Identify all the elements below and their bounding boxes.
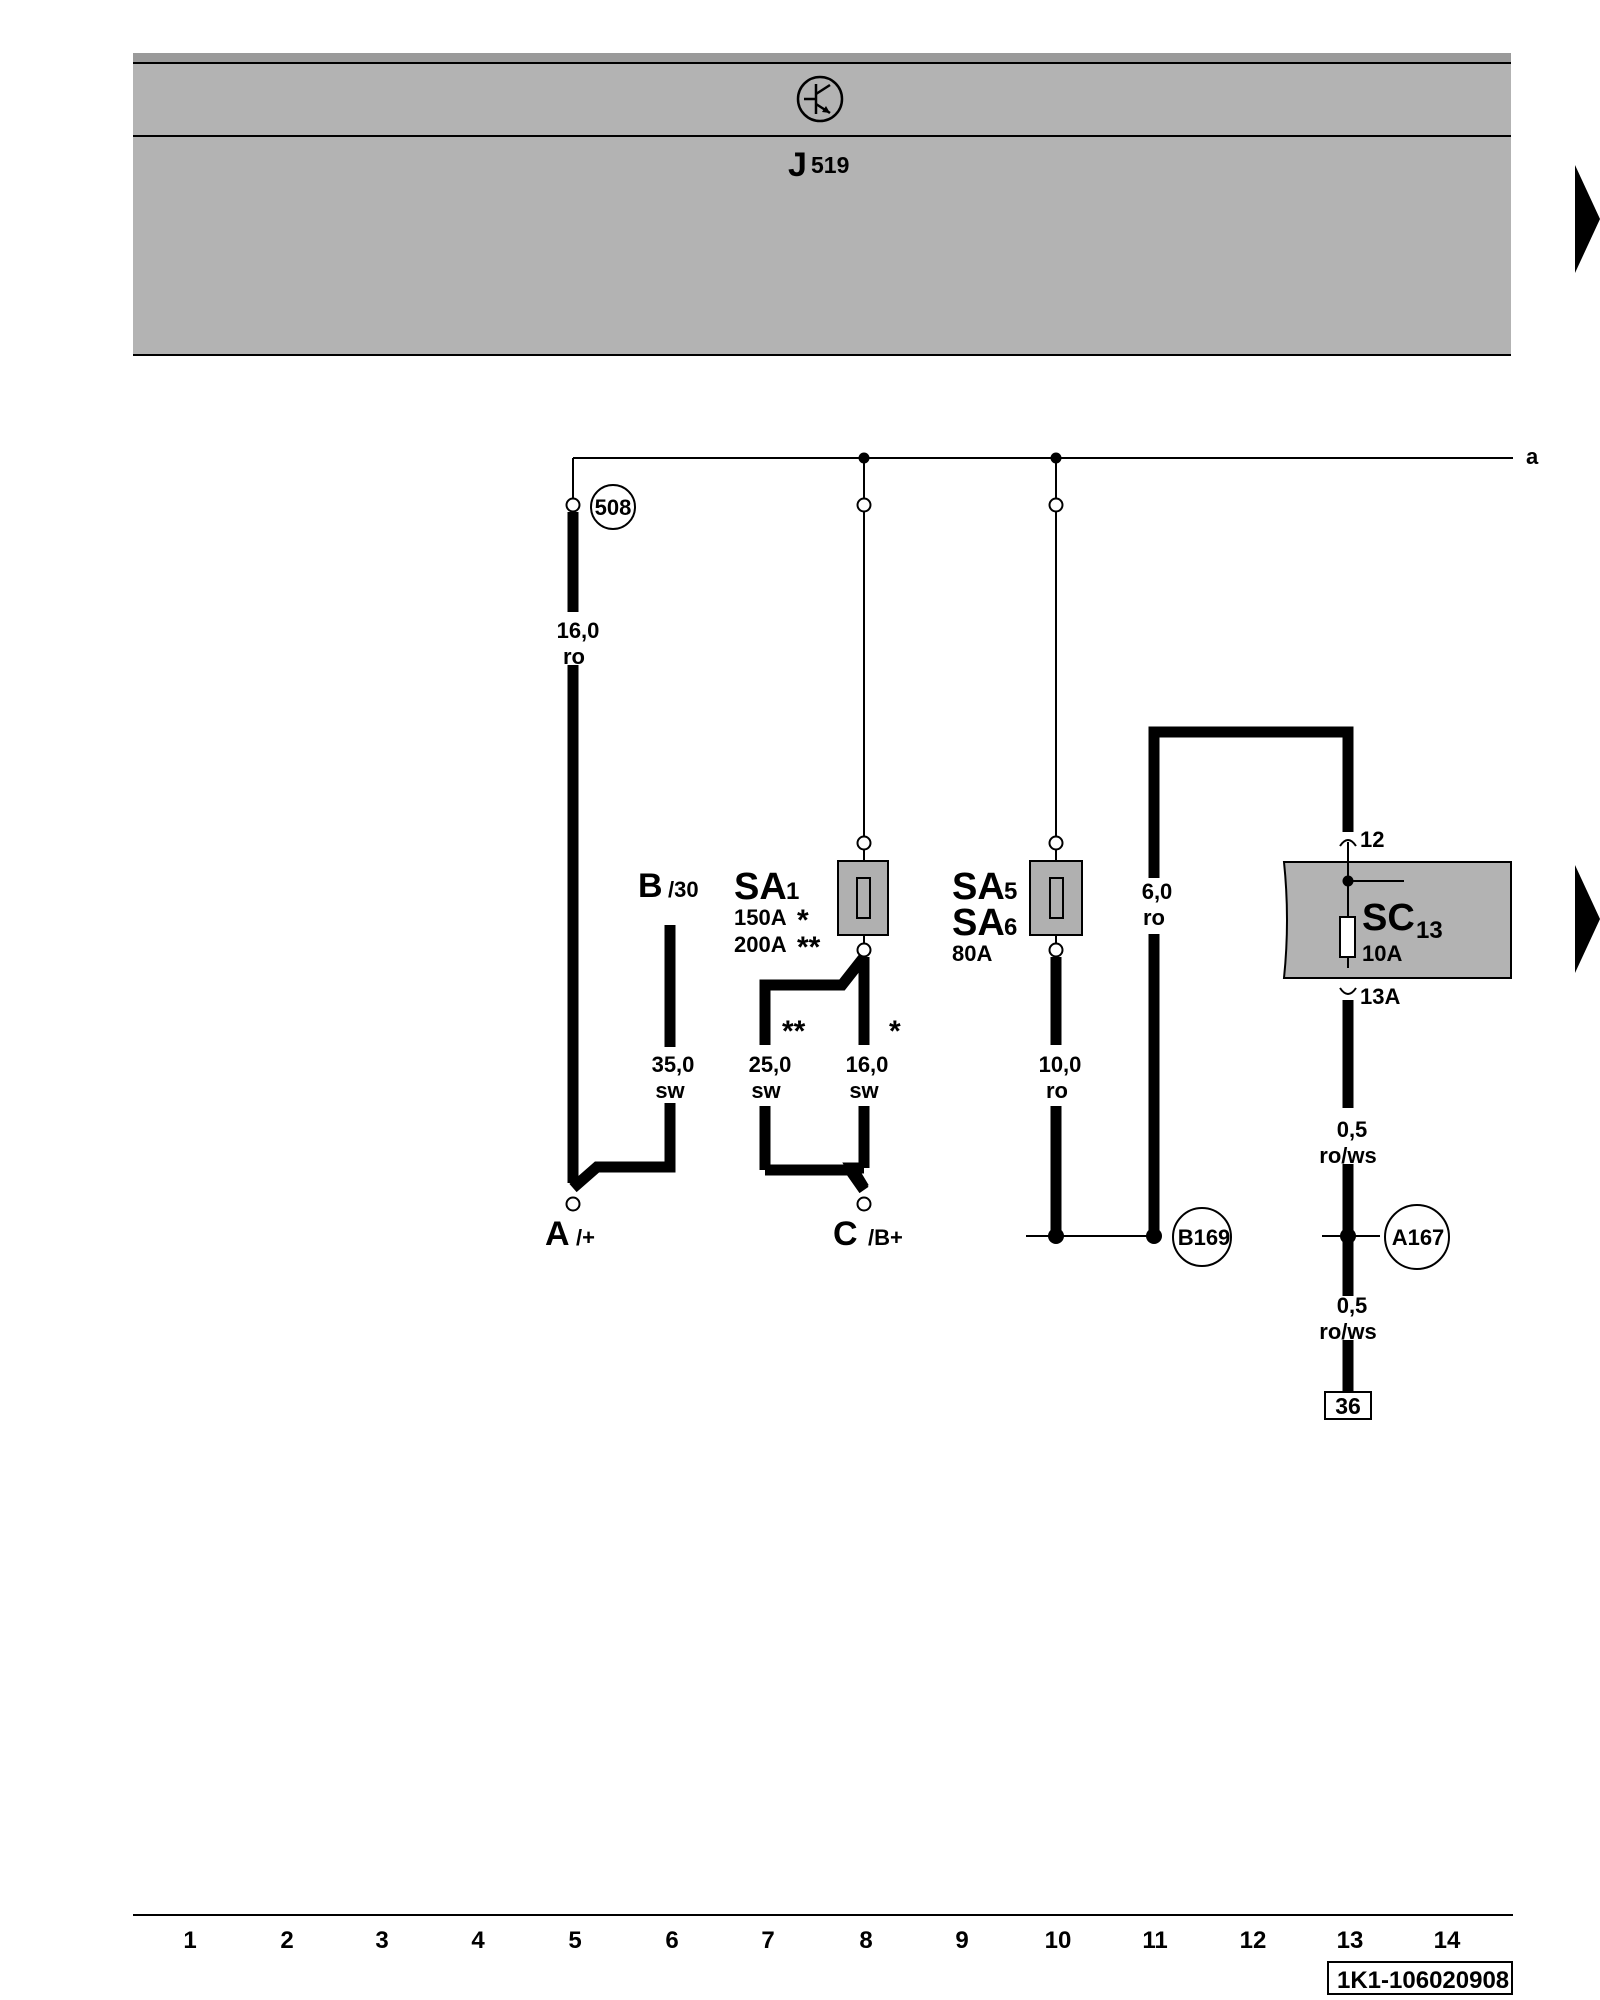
ruler-number: 1 bbox=[183, 1927, 196, 1954]
fuse-sa5-sa6 bbox=[1029, 860, 1083, 936]
fuse-sc13-rating: 10A bbox=[1362, 941, 1402, 966]
node-a167-label: A167 bbox=[1392, 1225, 1445, 1250]
ruler-number: 10 bbox=[1045, 1927, 1072, 1954]
node-b169-label: B169 bbox=[1178, 1225, 1231, 1250]
ruler-number: 9 bbox=[955, 1927, 968, 1954]
fuse-sc13-pin-in: 12 bbox=[1360, 827, 1384, 852]
wire-color: sw bbox=[849, 1078, 879, 1103]
fuse-sa1 bbox=[837, 860, 889, 936]
terminal-c-suffix: /B+ bbox=[868, 1225, 903, 1250]
wire-size: 16,0 bbox=[557, 618, 600, 643]
fuse-sc13 bbox=[1339, 916, 1356, 958]
wire-color: ro bbox=[563, 644, 585, 669]
fuse-sa5-sub: 5 bbox=[1004, 878, 1017, 905]
terminal-b-suffix: /30 bbox=[668, 877, 699, 902]
ruler-number: 6 bbox=[665, 1927, 678, 1954]
supply-bus: a bbox=[572, 444, 1539, 505]
module-code-sub: 519 bbox=[811, 152, 849, 178]
terminal-b-letter: B bbox=[638, 867, 663, 905]
doc-code-box: 1K1-106020908 bbox=[1327, 1961, 1513, 1995]
header-top-strip bbox=[133, 53, 1511, 62]
ref-box-36 bbox=[1324, 1391, 1372, 1420]
fuse-sa6-name: SA bbox=[952, 902, 1005, 944]
wire-color: ro/ws bbox=[1319, 1319, 1376, 1344]
fuse-sc13-sub: 13 bbox=[1416, 917, 1443, 944]
wire-color: ro bbox=[1046, 1078, 1068, 1103]
wire-mark: ** bbox=[782, 1015, 806, 1048]
terminal-a-suffix: /+ bbox=[576, 1225, 595, 1250]
terminal-a-letter: A bbox=[545, 1215, 570, 1253]
wire-16-ro: 16,0 ro 508 bbox=[557, 484, 636, 1183]
terminal-a: A /+ bbox=[545, 1196, 595, 1253]
terminal-c-letter: C bbox=[833, 1215, 858, 1253]
node-508 bbox=[590, 484, 636, 530]
fuse-sa1-rating1: 150A bbox=[734, 905, 787, 930]
bus-ref-a: a bbox=[1526, 444, 1539, 469]
continue-arrow-icon bbox=[1575, 865, 1600, 973]
wire-color: sw bbox=[655, 1078, 685, 1103]
wire-size: 35,0 bbox=[652, 1052, 695, 1077]
ruler-number: 4 bbox=[471, 1927, 485, 1954]
fuse-sa6-rating: 80A bbox=[952, 941, 992, 966]
wire-size: 0,5 bbox=[1337, 1293, 1368, 1318]
ref-box-36-label: 36 bbox=[1335, 1393, 1361, 1419]
fuse-sa1-name: SA bbox=[734, 866, 787, 908]
wire-35-sw: 35,0 sw B /30 bbox=[569, 867, 699, 1193]
wire-6-ro: 6,0 ro bbox=[1130, 726, 1354, 1236]
doc-code: 1K1-106020908 bbox=[1337, 1967, 1509, 1994]
wire-05-ro-ws: 0,5 ro/ws A167 0,5 ro/ws 36 bbox=[1319, 1000, 1450, 1420]
ruler-number: 7 bbox=[761, 1927, 774, 1954]
ruler-number: 12 bbox=[1240, 1927, 1267, 1954]
wire-size: 0,5 bbox=[1337, 1117, 1368, 1142]
fuse-box-sc: 12 SC 13 10A 13A bbox=[1282, 827, 1512, 1009]
ruler-number: 5 bbox=[568, 1927, 581, 1954]
node-a167 bbox=[1384, 1204, 1450, 1270]
terminal-c: C /B+ bbox=[833, 1196, 903, 1253]
control-unit-header: J 519 bbox=[133, 53, 1511, 356]
wire-size: 6,0 bbox=[1142, 879, 1173, 904]
wire-color: ro bbox=[1143, 905, 1165, 930]
fuse-sa1-branch: SA 1 150A * 200A ** * 16,0 sw ** 25,0 sw bbox=[734, 458, 901, 1194]
wire-color: sw bbox=[751, 1078, 781, 1103]
module-code: J bbox=[788, 146, 807, 184]
wire-mark: * bbox=[889, 1015, 901, 1048]
ruler-number: 3 bbox=[375, 1927, 388, 1954]
ruler-number: 14 bbox=[1434, 1927, 1461, 1954]
fuse-sa1-rating2: 200A bbox=[734, 932, 787, 957]
fuse-sa1-mark1: * bbox=[797, 904, 809, 937]
fuse-sa1-mark2: ** bbox=[797, 931, 821, 964]
wire-size: 16,0 bbox=[846, 1052, 889, 1077]
wire-size: 25,0 bbox=[749, 1052, 792, 1077]
electronic-symbol-icon bbox=[796, 75, 844, 123]
fuse-sa1-sub: 1 bbox=[786, 878, 799, 905]
fuse-sa6-sub: 6 bbox=[1004, 914, 1017, 941]
header-band bbox=[133, 53, 1511, 355]
ruler-number: 13 bbox=[1337, 1927, 1364, 1954]
wire-color: ro/ws bbox=[1319, 1143, 1376, 1168]
fuse-sa5-sa6-branch: SA 5 SA 6 80A 10,0 ro bbox=[952, 458, 1083, 1236]
node-b169 bbox=[1172, 1207, 1232, 1267]
continue-arrow-icon bbox=[1575, 165, 1600, 273]
node-508-label: 508 bbox=[595, 495, 632, 520]
fuse-sa5-name: SA bbox=[952, 866, 1005, 908]
fuse-sc13-pin-out: 13A bbox=[1360, 984, 1400, 1009]
connection-b169: B169 bbox=[1026, 1207, 1232, 1267]
ruler-number: 2 bbox=[280, 1927, 293, 1954]
ruler-number: 8 bbox=[859, 1927, 872, 1954]
ruler-number: 11 bbox=[1142, 1927, 1167, 1954]
fuse-sc13-name: SC bbox=[1362, 897, 1415, 939]
wire-size: 10,0 bbox=[1039, 1052, 1082, 1077]
